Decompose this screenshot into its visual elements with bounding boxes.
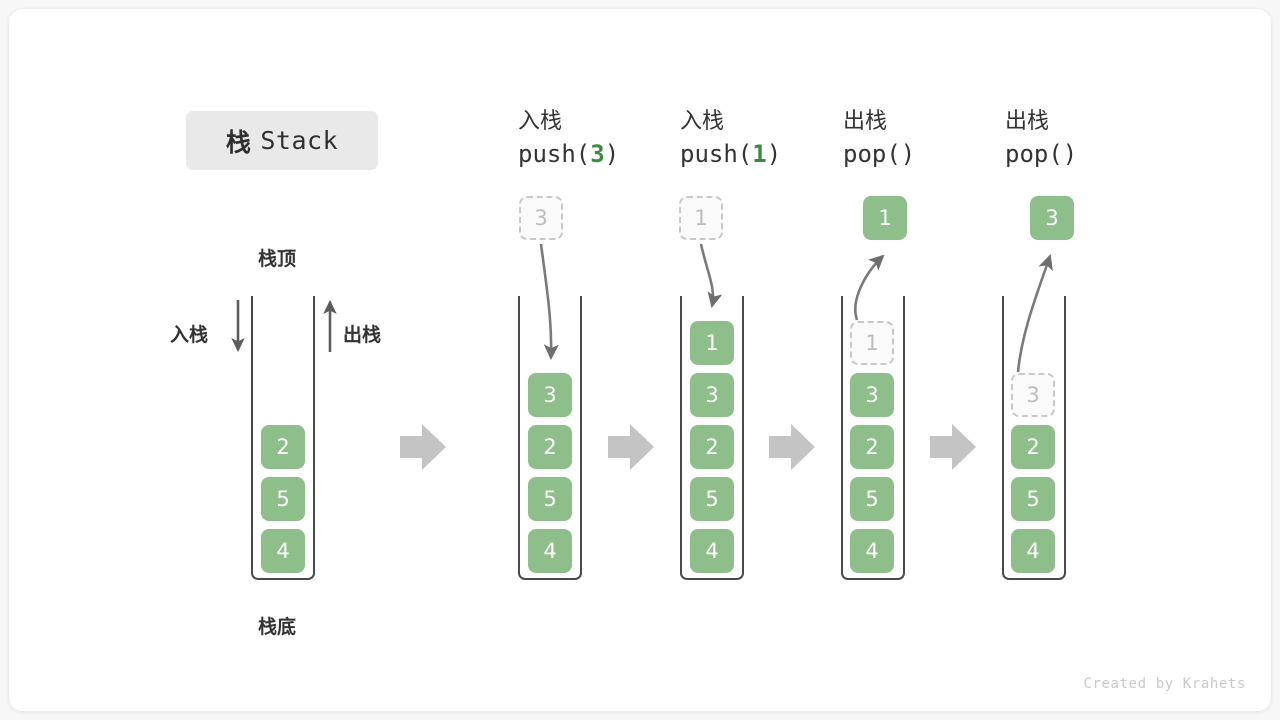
stack-container-push1	[680, 296, 744, 580]
column-header-op: push(3)	[518, 137, 718, 171]
stack-cell: 4	[528, 529, 572, 573]
vacated-ghost-cell: 3	[1011, 373, 1055, 417]
stack-cell: 5	[690, 477, 734, 521]
stack-container-push3	[518, 296, 582, 580]
column-header-push1: 入栈 push(1)	[680, 106, 880, 171]
op-suffix: )	[900, 140, 916, 169]
stack-cell: 2	[690, 425, 734, 469]
label-stack-top: 栈顶	[258, 248, 297, 270]
op-arg: 1	[752, 140, 767, 169]
op-suffix: )	[604, 140, 620, 169]
stack-container-pop3	[1002, 296, 1066, 580]
stack-cell: 1	[690, 321, 734, 365]
incoming-ghost-cell: 1	[679, 196, 723, 240]
column-header-cn: 入栈	[680, 109, 725, 134]
op-suffix: )	[1062, 140, 1078, 169]
column-header-op: pop()	[1005, 137, 1205, 171]
column-header-cn: 出栈	[843, 109, 888, 134]
op-suffix: )	[766, 140, 782, 169]
popped-cell: 3	[1030, 196, 1074, 240]
stack-cell: 4	[1011, 529, 1055, 573]
stack-cell: 4	[261, 529, 305, 573]
label-push-side: 入栈	[170, 324, 209, 346]
op-arg: 3	[590, 140, 605, 169]
incoming-ghost-cell: 3	[519, 196, 563, 240]
stack-container-initial	[251, 296, 315, 580]
vacated-ghost-cell: 1	[850, 321, 894, 365]
column-header-pop1: 出栈 pop()	[843, 106, 1043, 171]
column-header-cn: 入栈	[518, 109, 563, 134]
op-prefix: push(	[518, 140, 591, 169]
title-en: Stack	[260, 126, 339, 155]
stack-cell: 3	[528, 373, 572, 417]
op-prefix: pop(	[843, 140, 901, 169]
stack-cell: 2	[1011, 425, 1055, 469]
stack-cell: 2	[528, 425, 572, 469]
title-cn: 栈	[225, 128, 252, 157]
column-header-cn: 出栈	[1005, 109, 1050, 134]
credit-text: Created by Krahets	[1083, 676, 1246, 692]
label-stack-bottom: 栈底	[258, 616, 297, 638]
column-header-op: push(1)	[680, 137, 880, 171]
op-prefix: push(	[680, 140, 753, 169]
stack-cell: 2	[850, 425, 894, 469]
diagram-title-chip: 栈 Stack	[186, 111, 378, 170]
stack-cell: 5	[261, 477, 305, 521]
stack-cell: 2	[261, 425, 305, 469]
stack-cell: 3	[690, 373, 734, 417]
stack-container-pop1	[841, 296, 905, 580]
stack-cell: 5	[850, 477, 894, 521]
stack-cell: 5	[528, 477, 572, 521]
op-prefix: pop(	[1005, 140, 1063, 169]
stack-cell: 5	[1011, 477, 1055, 521]
label-pop-side: 出栈	[343, 324, 382, 346]
column-header-pop3: 出栈 pop()	[1005, 106, 1205, 171]
stack-cell: 4	[690, 529, 734, 573]
stack-cell: 4	[850, 529, 894, 573]
stack-cell: 3	[850, 373, 894, 417]
popped-cell: 1	[863, 196, 907, 240]
column-header-op: pop()	[843, 137, 1043, 171]
column-header-push3: 入栈 push(3)	[518, 106, 718, 171]
